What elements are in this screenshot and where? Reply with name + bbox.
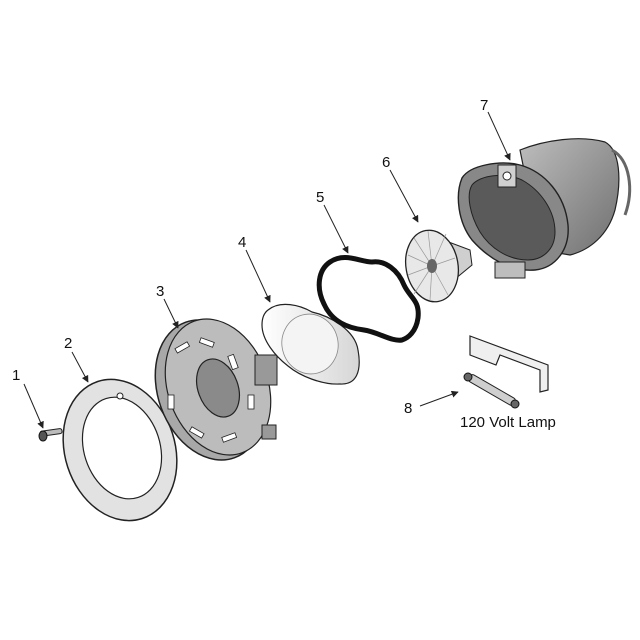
- leader-8: [419, 390, 459, 407]
- callout-numbers: 1 2 3 4 5 6 7 8: [12, 97, 488, 417]
- callout-6: 6: [382, 154, 390, 171]
- part-7-housing: [457, 138, 632, 279]
- callout-5: 5: [316, 189, 324, 206]
- callout-2: 2: [64, 335, 72, 352]
- callout-4: 4: [238, 234, 246, 251]
- callout-8: 8: [404, 400, 412, 417]
- part-4-lens: [261, 303, 360, 385]
- leader-lines: [23, 111, 511, 429]
- part-2-trim-ring: [62, 378, 178, 522]
- leader-5: [323, 204, 349, 254]
- callout-1: 1: [12, 367, 20, 384]
- part-3-mounting-plate: [154, 318, 278, 461]
- callout-3: 3: [156, 283, 164, 300]
- callout-7: 7: [480, 97, 488, 114]
- leader-7: [487, 111, 511, 161]
- part-1-screw: [38, 428, 63, 442]
- leader-1: [23, 383, 44, 429]
- leader-2: [71, 351, 89, 383]
- leader-6: [389, 169, 419, 223]
- part-6-reflector: [404, 229, 473, 303]
- leader-4: [245, 249, 271, 303]
- part-8-lamp: [463, 372, 520, 409]
- leader-3: [163, 298, 179, 329]
- lamp-caption: 120 Volt Lamp: [460, 414, 556, 431]
- part-8-bracket: [469, 335, 549, 393]
- part-5-gasket: [316, 255, 421, 343]
